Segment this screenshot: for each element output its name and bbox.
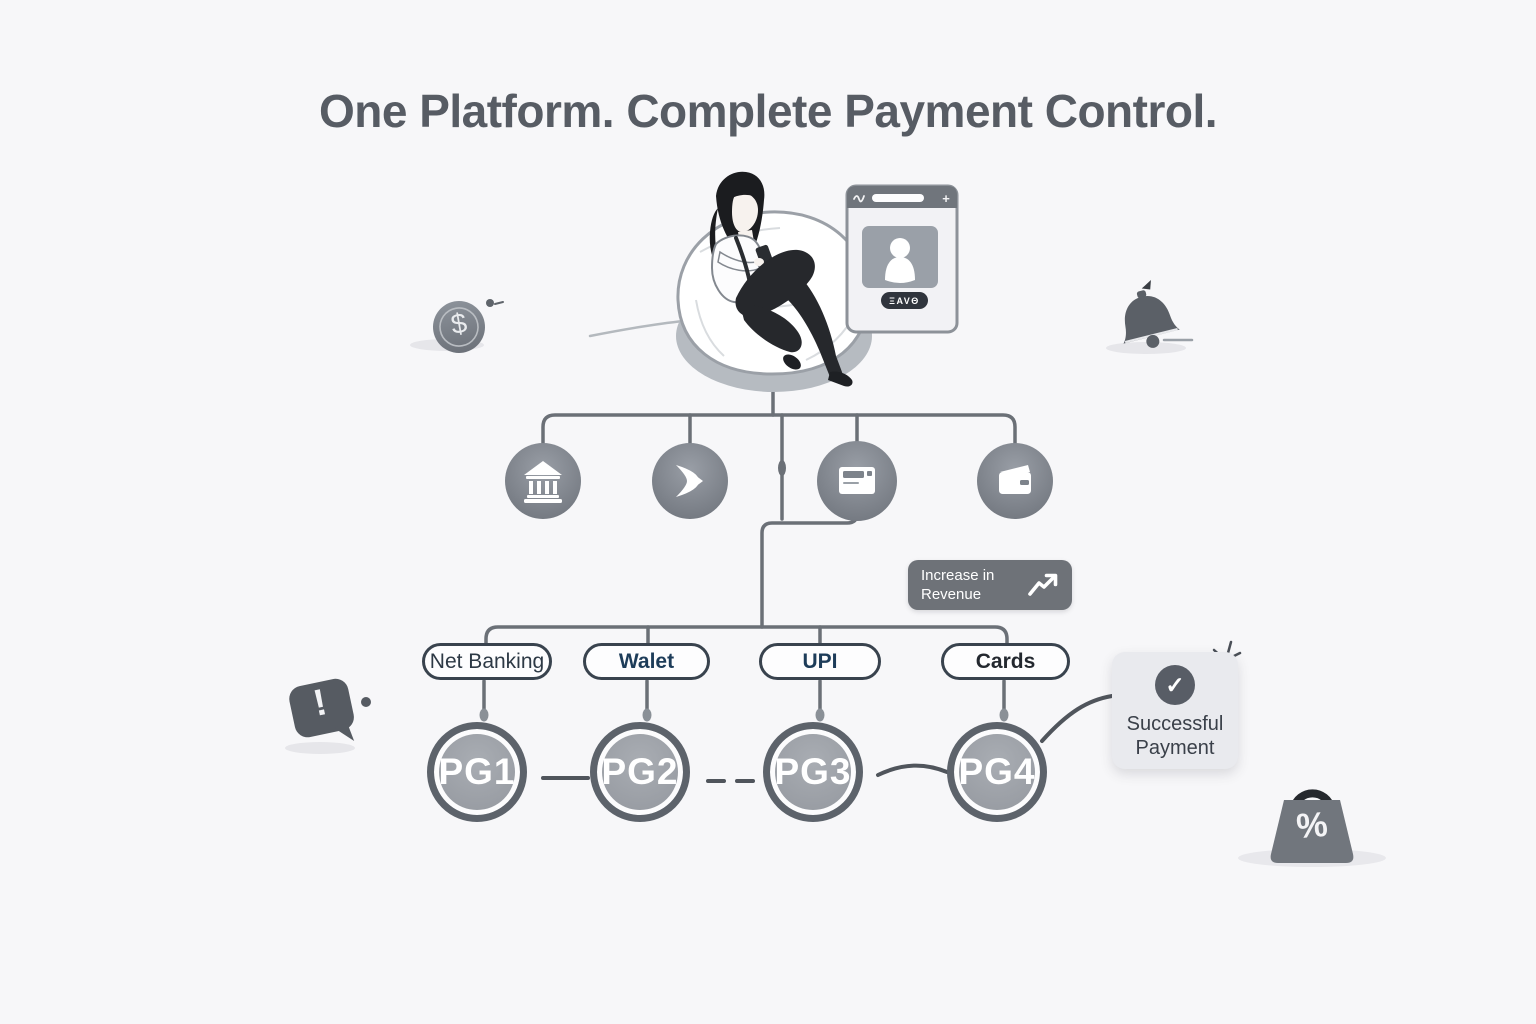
gateway-node-pg3: PG3 <box>763 722 863 822</box>
connector-lines <box>482 374 1017 716</box>
beanbag-user-illustration <box>676 171 872 392</box>
pill-upi: UPI <box>759 643 881 680</box>
pill-wallet: Walet <box>583 643 710 680</box>
trunk-node-dot <box>778 460 786 476</box>
channel-bus-line <box>541 413 1017 448</box>
gateway-node-pg2: PG2 <box>590 722 690 822</box>
pill-net-banking: Net Banking <box>422 643 552 680</box>
card-icon <box>817 441 897 521</box>
successful-payment-card: ✓ Successful Payment <box>1112 652 1238 769</box>
teardrop-nodes <box>479 708 1009 722</box>
gateway-node-pg1: PG1 <box>427 722 527 822</box>
gateway-links <box>541 694 1114 783</box>
bubble-dot <box>361 697 371 707</box>
check-icon: ✓ <box>1155 665 1195 705</box>
trend-arrow-icon <box>1028 573 1058 596</box>
gateway-node-pg4: PG4 <box>947 722 1047 822</box>
avatar-silhouette-icon <box>885 238 915 283</box>
dollar-coin-icon <box>433 301 485 353</box>
badge-text: Increase in Revenue <box>921 566 995 604</box>
methods-bus-line <box>484 625 1009 648</box>
exclamation-bubble-icon <box>289 678 355 741</box>
pill-cards: Cards <box>941 643 1070 680</box>
percent-symbol: % <box>1294 804 1330 847</box>
wallet-icon <box>977 443 1053 519</box>
pg3-pg4-link <box>876 763 949 777</box>
bell-icon <box>1123 280 1180 348</box>
bank-icon <box>505 443 581 519</box>
user-figure <box>709 171 853 387</box>
scribble-mark-icon <box>853 195 865 203</box>
dollar-symbol: $ <box>448 306 470 341</box>
channel-nodes <box>505 441 1053 521</box>
sparkle-icon <box>486 299 504 307</box>
new-tab-plus-icon: + <box>942 191 950 206</box>
browser-action-button: ΞAVΘ <box>881 292 928 309</box>
percent-bag-icon <box>1270 789 1354 863</box>
browser-window <box>845 184 959 334</box>
pg4-success-link <box>1040 694 1114 743</box>
card-loop-line <box>760 512 859 629</box>
increase-revenue-badge: Increase in Revenue <box>908 560 1072 610</box>
address-bar <box>872 194 924 202</box>
success-card-text: Successful Payment <box>1126 713 1224 759</box>
page-title: One Platform. Complete Payment Control. <box>318 85 1218 137</box>
payment-arrow-icon <box>652 443 728 519</box>
